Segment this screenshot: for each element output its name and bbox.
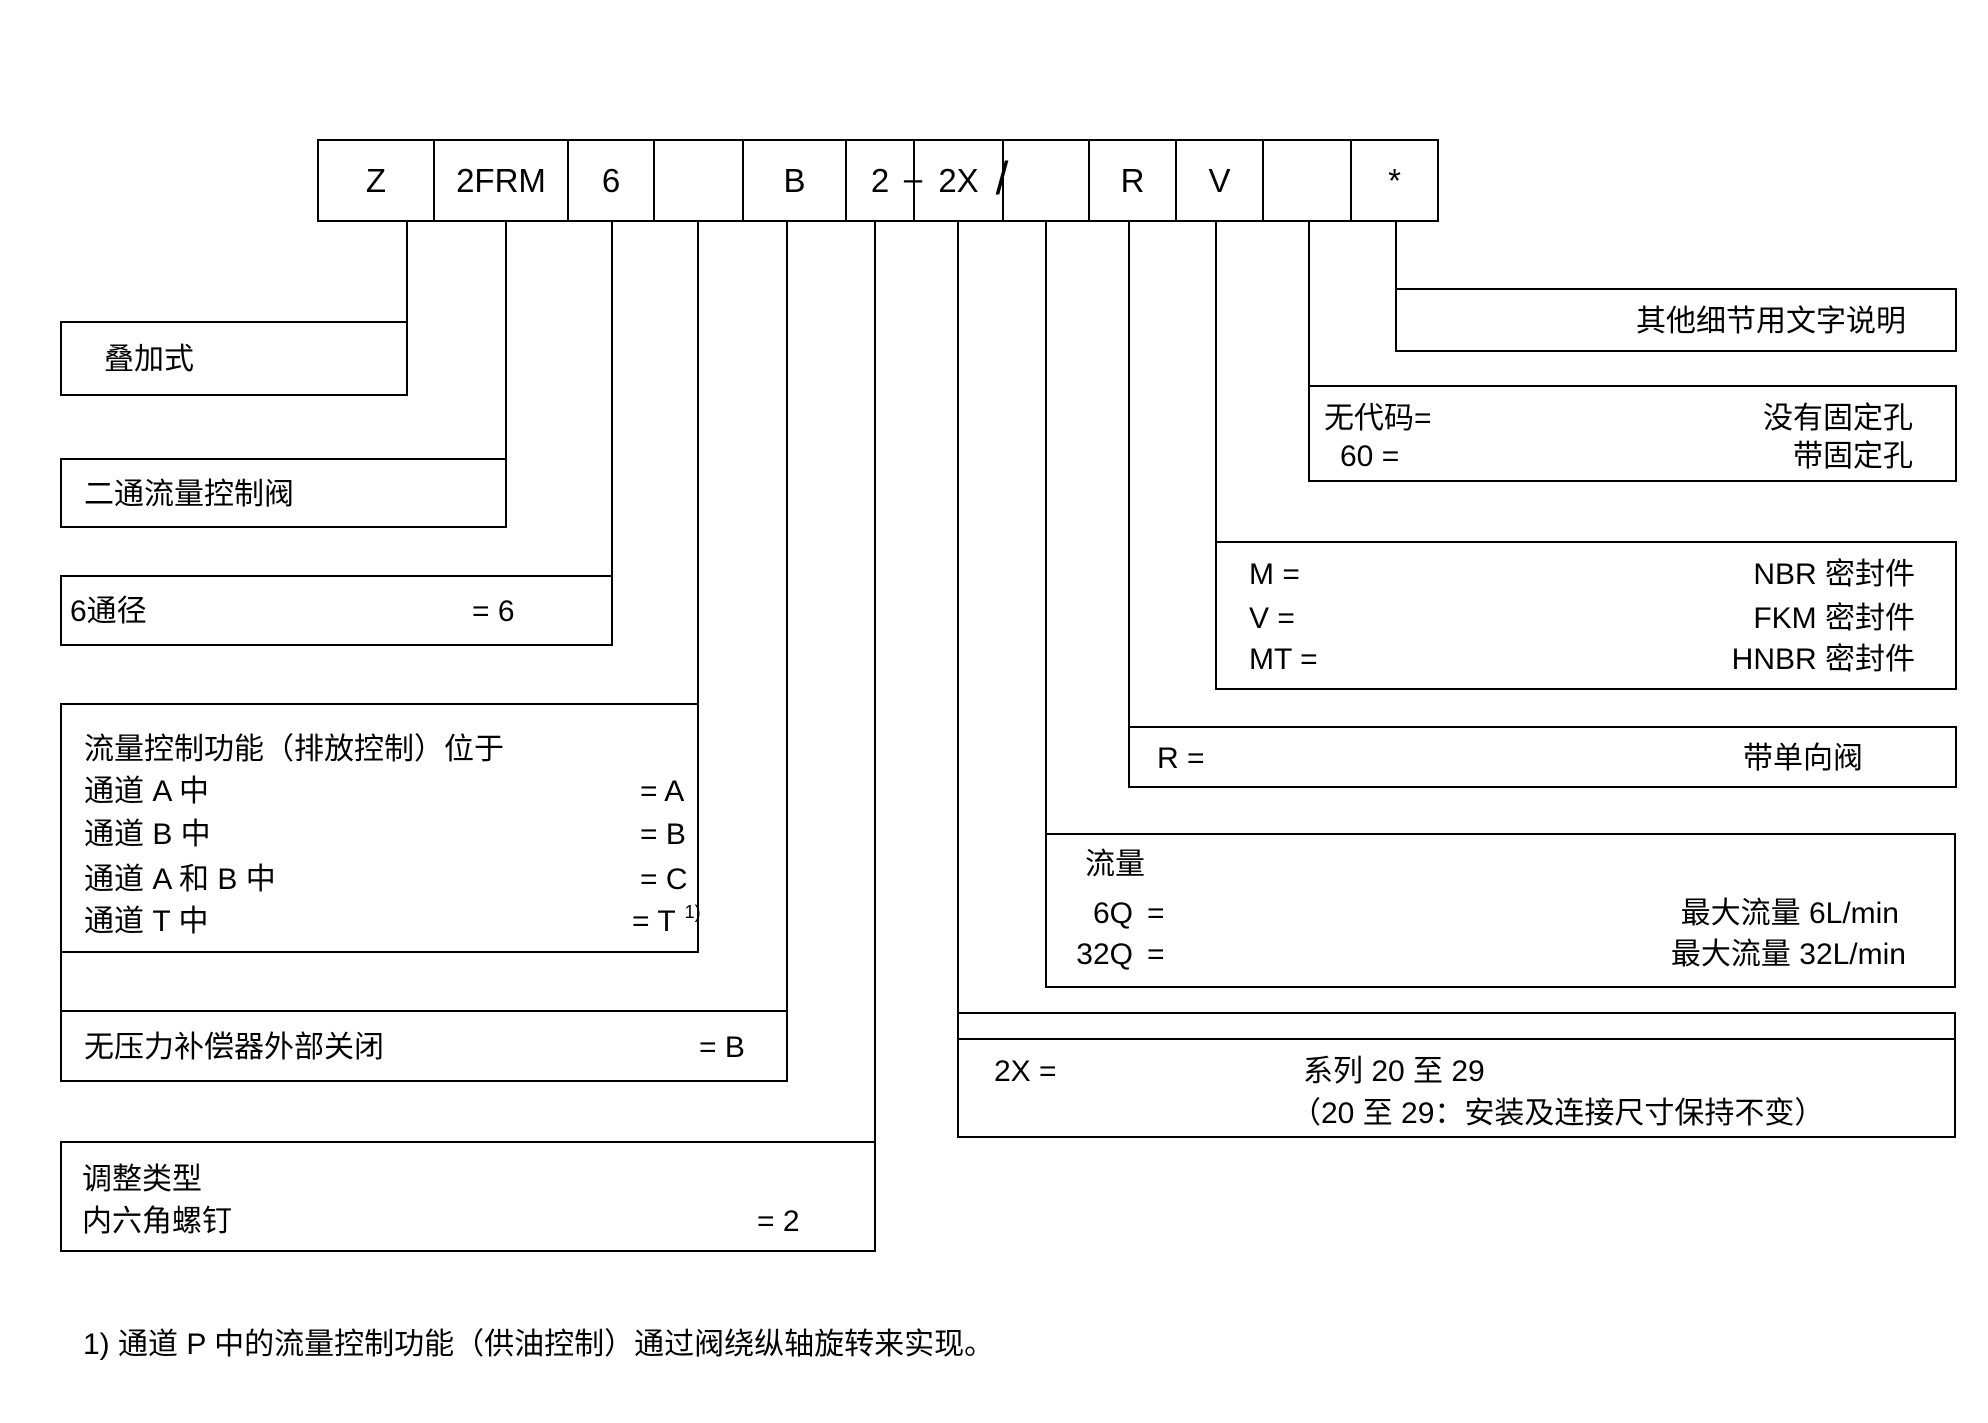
box-fixing-holes: 无代码= 没有固定孔 60 = 带固定孔 — [1308, 385, 1957, 482]
code-cell-b: B — [742, 139, 847, 222]
connector-line-z — [406, 220, 408, 323]
code-dash-separator: – — [903, 160, 923, 197]
flow-eq-6q: = — [1147, 897, 1165, 930]
box-flow: 流量 6Q = 最大流量 6L/min 32Q = 最大流量 32L/min — [1045, 833, 1956, 988]
size-label: 6通径 — [70, 595, 147, 628]
code-cell-6: 6 — [567, 139, 655, 222]
code-cell-v: V — [1175, 139, 1264, 222]
series-box-divider — [959, 1038, 1954, 1040]
fixing-holes-code-60: 60 = — [1340, 440, 1400, 473]
connector-line-v — [1215, 220, 1217, 543]
adjustment-title: 调整类型 — [82, 1163, 202, 1196]
fixing-holes-desc-none: 没有固定孔 — [1763, 402, 1913, 435]
box-stack-design: 叠加式 — [60, 321, 408, 396]
flow-function-value-t-text: = T — [632, 905, 676, 938]
seals-desc-mt: HNBR 密封件 — [1731, 643, 1915, 676]
box-compensator: 无压力补偿器外部关闭 = B — [60, 1010, 788, 1082]
code-cell-2frm: 2FRM — [433, 139, 569, 222]
box-flow-function: 流量控制功能（排放控制）位于 通道 A 中 = A 通道 B 中 = B 通道 … — [60, 703, 701, 953]
connector-line-function — [697, 220, 699, 705]
connector-line-flow — [1045, 220, 1047, 835]
connector-line-2x — [957, 220, 959, 1014]
flow-function-value-t: = T 1) — [632, 902, 701, 945]
flow-desc-32q: 最大流量 32L/min — [1670, 938, 1906, 971]
connector-line-b — [786, 220, 788, 1012]
stack-design-label: 叠加式 — [104, 343, 194, 376]
check-valve-desc: 带单向阀 — [1743, 742, 1863, 775]
details-label: 其他细节用文字说明 — [1636, 305, 1906, 338]
connector-line-6 — [611, 220, 613, 577]
connector-line-2 — [874, 220, 876, 1143]
box-size: 6通径 = 6 — [60, 575, 613, 646]
series-desc-line1: 系列 20 至 29 — [1303, 1055, 1485, 1088]
flow-function-row-t: 通道 T 中 = T 1) — [84, 902, 701, 942]
flow-function-label-c: 通道 A 和 B 中 — [84, 863, 276, 896]
connector-line-r — [1128, 220, 1130, 728]
valve-type-label: 二通流量控制阀 — [84, 478, 294, 511]
fixing-holes-code-none: 无代码= — [1324, 402, 1432, 435]
connector-line-2frm — [505, 220, 507, 460]
flow-function-label-a: 通道 A 中 — [84, 775, 210, 808]
seals-code-v: V = — [1249, 602, 1295, 635]
box-details: 其他细节用文字说明 — [1395, 288, 1957, 352]
code-cell-r: R — [1088, 139, 1177, 222]
flow-function-row-c: 通道 A 和 B 中 = C — [84, 860, 688, 900]
flow-function-row-a: 通道 A 中 = A — [84, 772, 684, 812]
series-code: 2X = — [994, 1055, 1057, 1088]
connector-line-star — [1395, 220, 1397, 290]
series-desc-line2: （20 至 29：安装及连接尺寸保持不变） — [1291, 1097, 1825, 1130]
compensator-label: 无压力补偿器外部关闭 — [84, 1031, 384, 1064]
flow-function-label-t: 通道 T 中 — [84, 905, 209, 938]
box-valve-type: 二通流量控制阀 — [60, 458, 507, 528]
code-cell-z: Z — [317, 139, 435, 222]
connector-line-holes — [1308, 220, 1310, 387]
box-series: 2X = 系列 20 至 29 （20 至 29：安装及连接尺寸保持不变） — [957, 1012, 1956, 1138]
flow-code-32q: 32Q — [1076, 938, 1133, 971]
box-adjustment: 调整类型 内六角螺钉 = 2 — [60, 1141, 876, 1252]
code-slash-separator: / — [995, 152, 1009, 204]
code-cell-star: * — [1350, 139, 1439, 222]
seals-desc-m: NBR 密封件 — [1753, 558, 1915, 591]
compensator-value: = B — [699, 1031, 745, 1064]
box-check-valve: R = 带单向阀 — [1128, 726, 1957, 788]
footnote: 1) 通道 P 中的流量控制功能（供油控制）通过阀绕纵轴旋转来实现。 — [83, 1328, 995, 1361]
code-cell-holes — [1262, 139, 1352, 222]
connector-left-edge — [60, 951, 62, 1012]
flow-eq-32q: = — [1147, 938, 1165, 971]
flow-function-title: 流量控制功能（排放控制）位于 — [84, 733, 504, 766]
code-cell-function — [653, 139, 744, 222]
seals-desc-v: FKM 密封件 — [1753, 602, 1915, 635]
size-value: = 6 — [472, 595, 515, 628]
flow-desc-6q: 最大流量 6L/min — [1680, 897, 1899, 930]
check-valve-code: R = — [1157, 742, 1205, 775]
footnote-ref-1: 1) — [684, 902, 701, 922]
flow-function-value-b: = B — [640, 818, 686, 851]
flow-function-value-a: = A — [640, 775, 685, 808]
flow-function-label-b: 通道 B 中 — [84, 818, 211, 851]
flow-code-6q: 6Q — [1092, 897, 1133, 930]
flow-title: 流量 — [1085, 848, 1145, 881]
fixing-holes-desc-60: 带固定孔 — [1793, 440, 1913, 473]
adjustment-value: = 2 — [757, 1205, 800, 1238]
flow-function-row-b: 通道 B 中 = B — [84, 815, 686, 855]
flow-function-value-c: = C — [640, 863, 688, 896]
adjustment-label: 内六角螺钉 — [82, 1205, 232, 1238]
box-seals: M = NBR 密封件 V = FKM 密封件 MT = HNBR 密封件 — [1215, 541, 1957, 690]
seals-code-mt: MT = — [1249, 643, 1318, 676]
seals-code-m: M = — [1249, 558, 1300, 591]
